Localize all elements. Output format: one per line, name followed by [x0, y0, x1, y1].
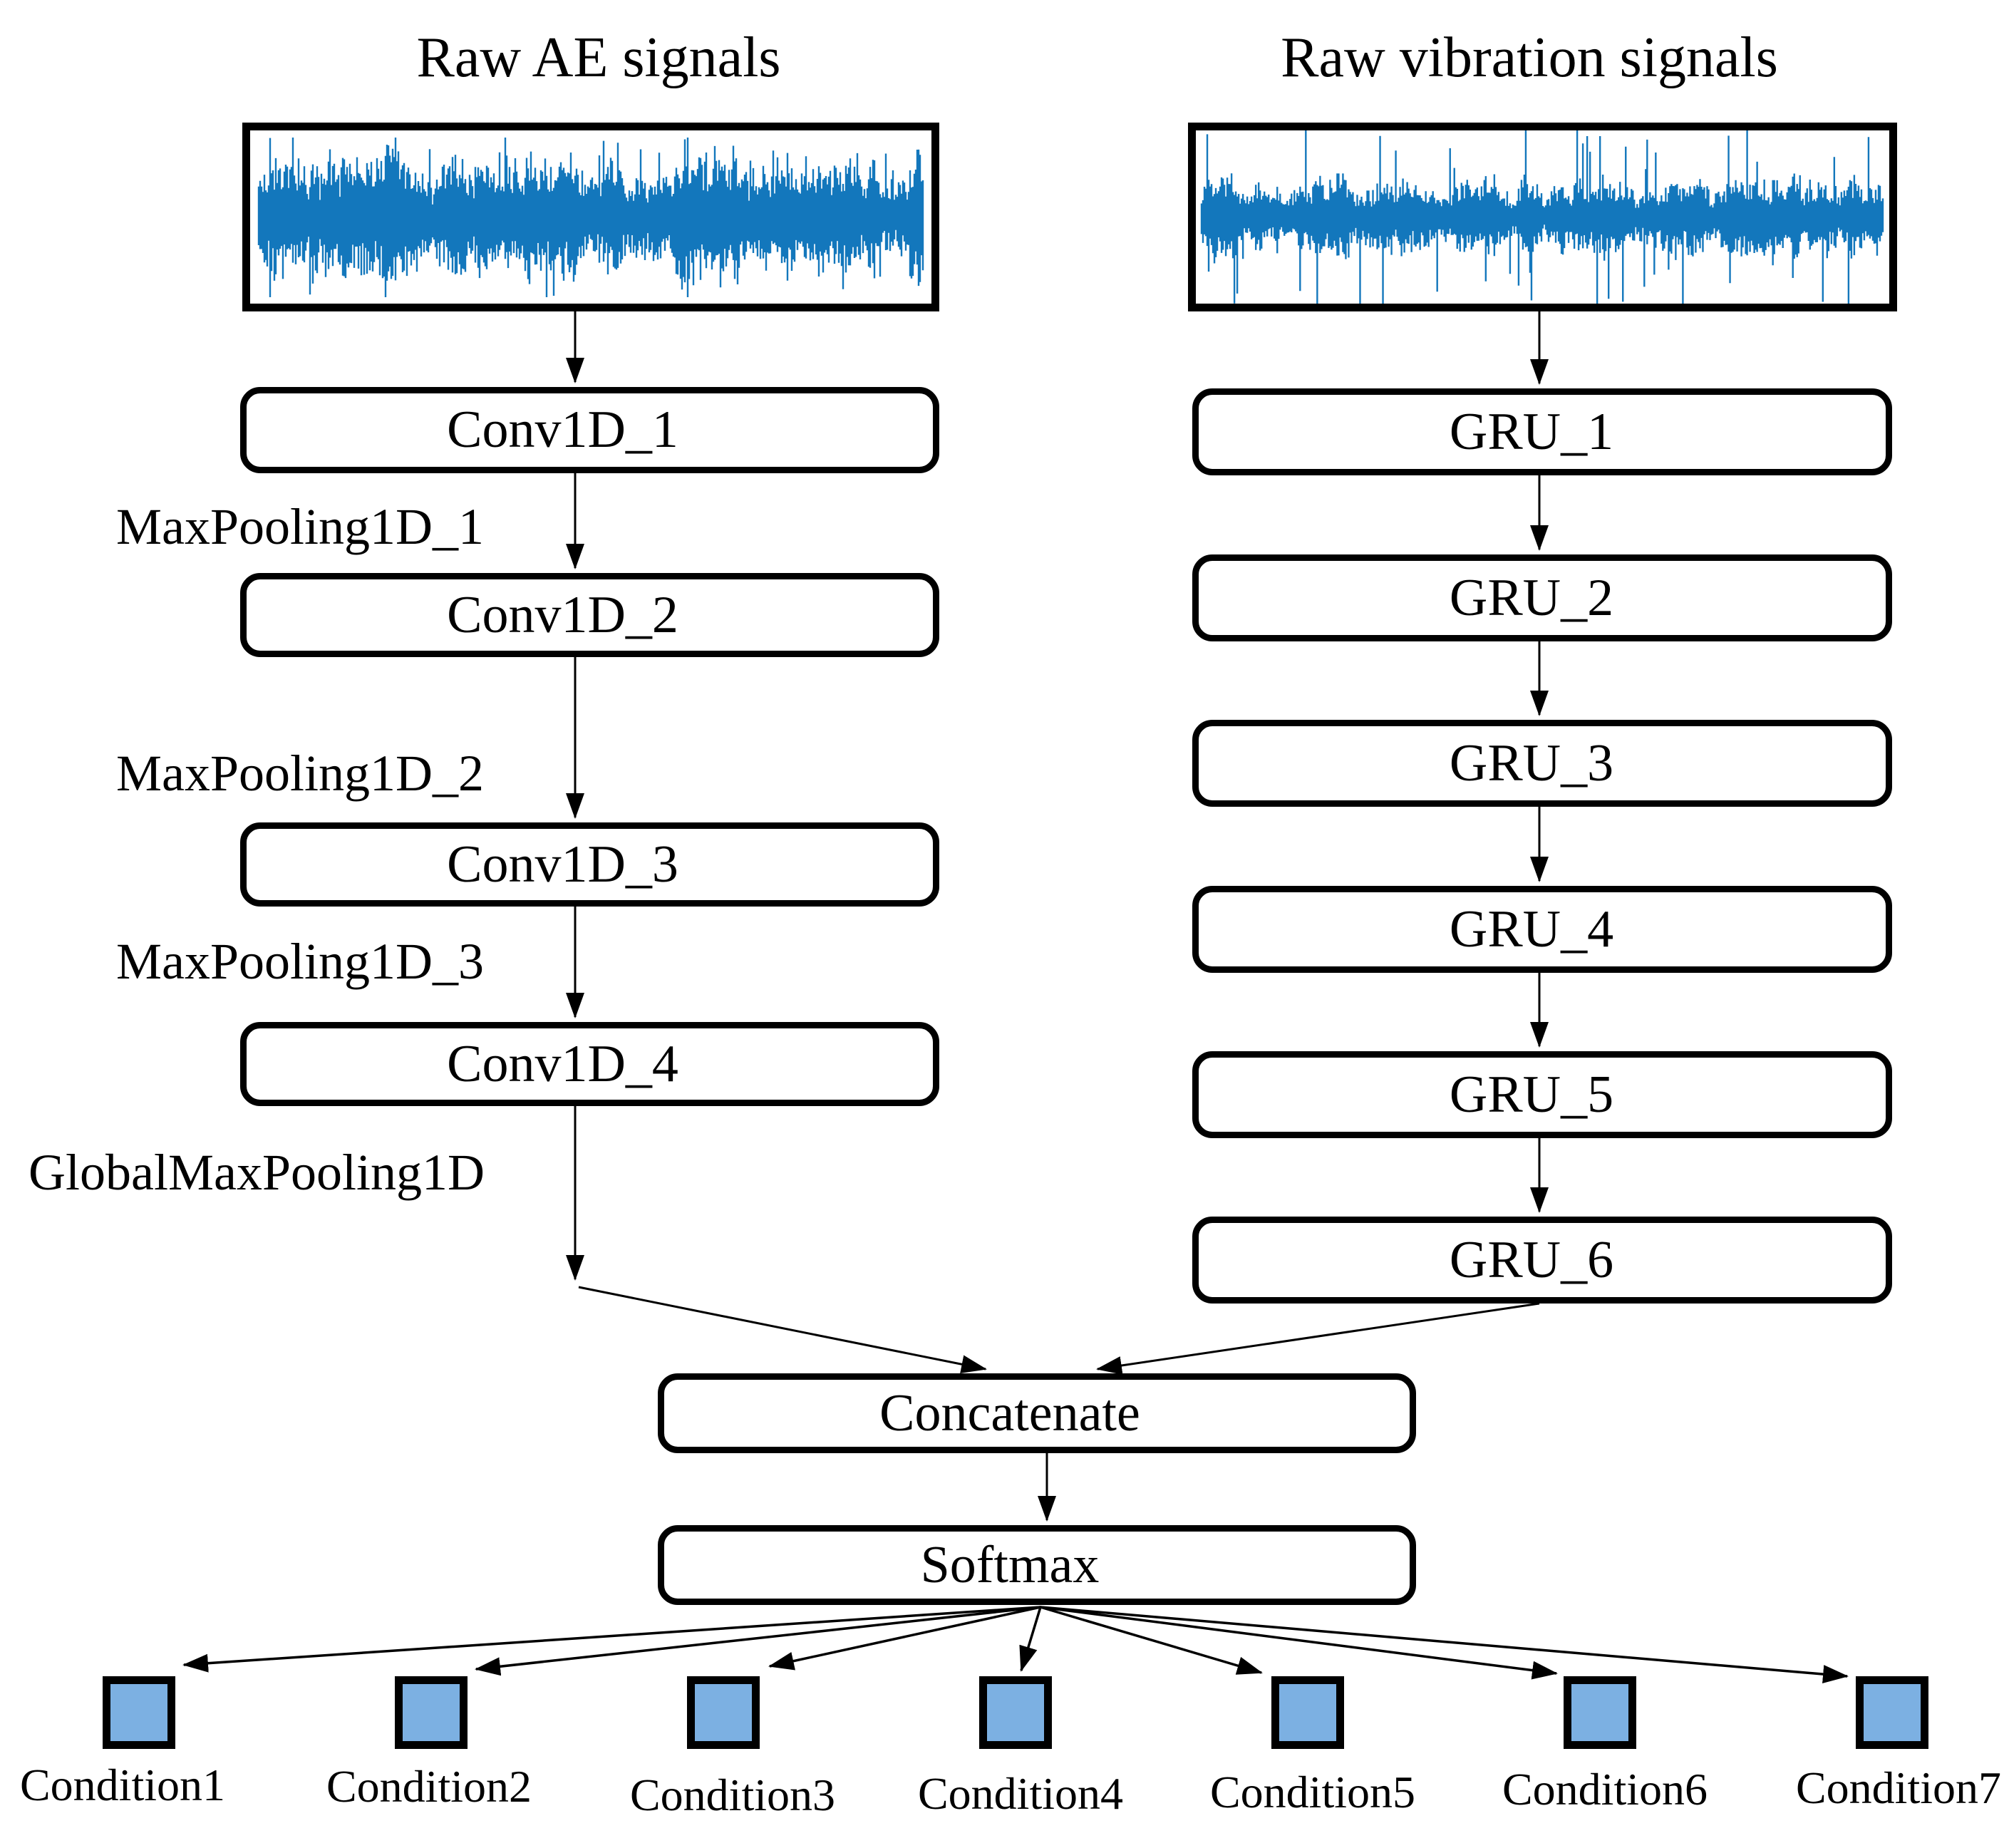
condition-2-node: [395, 1676, 468, 1749]
gru-5-label: GRU_5: [1449, 1065, 1614, 1124]
maxpooling1d-3-label: MaxPooling1D_3: [116, 933, 485, 990]
softmax-box: Softmax: [658, 1525, 1416, 1605]
condition-4-label: Condition4: [917, 1768, 1124, 1819]
condition-5-node: [1271, 1676, 1344, 1749]
layer-box-gru-3: GRU_3: [1192, 720, 1892, 807]
arrow-softmax-to-condition4: [1019, 1606, 1042, 1672]
ae-signal-waveform: [257, 138, 924, 297]
softmax-label: Softmax: [920, 1535, 1100, 1594]
layer-box-conv1d-4: Conv1D_4: [240, 1022, 939, 1106]
maxpooling1d-2-label: MaxPooling1D_2: [116, 745, 485, 802]
gru-3-label: GRU_3: [1449, 733, 1614, 793]
concatenate-label: Concatenate: [879, 1383, 1140, 1442]
maxpooling1d-1-label: MaxPooling1D_1: [116, 498, 485, 555]
arrow-softmax-to-condition1: [182, 1606, 1041, 1673]
layer-box-conv1d-1: Conv1D_1: [240, 387, 939, 473]
arrow-softmax-to-condition7: [1040, 1606, 1849, 1684]
layer-box-gru-6: GRU_6: [1192, 1217, 1892, 1304]
gru-2-label: GRU_2: [1449, 568, 1614, 627]
conv1d-2-label: Conv1D_2: [447, 585, 678, 644]
condition-4-node: [979, 1676, 1052, 1749]
condition-7-node: [1856, 1676, 1928, 1749]
condition-5-label: Condition5: [1209, 1767, 1416, 1817]
right-branch-title: Raw vibration signals: [1281, 26, 1778, 89]
layer-box-conv1d-3: Conv1D_3: [240, 822, 939, 907]
arrow-softmax-to-condition3: [768, 1606, 1041, 1671]
vibration-signal-waveform: [1200, 130, 1884, 304]
vibration-signal-panel: [1188, 123, 1897, 311]
condition-1-node: [103, 1676, 175, 1749]
conv1d-3-label: Conv1D_3: [447, 835, 678, 894]
conv1d-1-label: Conv1D_1: [447, 401, 678, 459]
layer-box-gru-5: GRU_5: [1192, 1051, 1892, 1138]
layer-box-conv1d-2: Conv1D_2: [240, 573, 939, 657]
condition-3-node: [687, 1676, 760, 1749]
condition-6-label: Condition6: [1502, 1764, 1708, 1815]
arrow-gru6-to-concatenate: [1096, 1302, 1540, 1375]
condition-7-label: Condition7: [1795, 1762, 2002, 1813]
condition-2-label: Condition2: [326, 1761, 532, 1812]
condition-3-label: Condition3: [629, 1770, 836, 1820]
ae-waveform-path: [257, 138, 924, 297]
vibration-waveform-path: [1200, 130, 1884, 304]
layer-box-gru-1: GRU_1: [1192, 388, 1892, 475]
ae-signal-panel: [242, 123, 939, 311]
arrow-left-to-concatenate: [578, 1286, 987, 1374]
gru-4-label: GRU_4: [1449, 899, 1614, 959]
layer-box-gru-4: GRU_4: [1192, 886, 1892, 973]
arrow-softmax-to-condition2: [475, 1606, 1041, 1676]
concatenate-box: Concatenate: [658, 1373, 1416, 1453]
condition-6-node: [1564, 1676, 1636, 1749]
conv1d-4-label: Conv1D_4: [447, 1034, 678, 1093]
globalmaxpooling1d-label: GlobalMaxPooling1D: [29, 1144, 485, 1201]
gru-6-label: GRU_6: [1449, 1230, 1614, 1289]
arrow-softmax-to-condition5: [1040, 1606, 1263, 1675]
left-branch-title: Raw AE signals: [416, 26, 781, 89]
gru-1-label: GRU_1: [1449, 402, 1614, 461]
arrow-softmax-to-condition6: [1040, 1606, 1558, 1680]
condition-1-label: Condition1: [19, 1760, 226, 1810]
layer-box-gru-2: GRU_2: [1192, 554, 1892, 641]
